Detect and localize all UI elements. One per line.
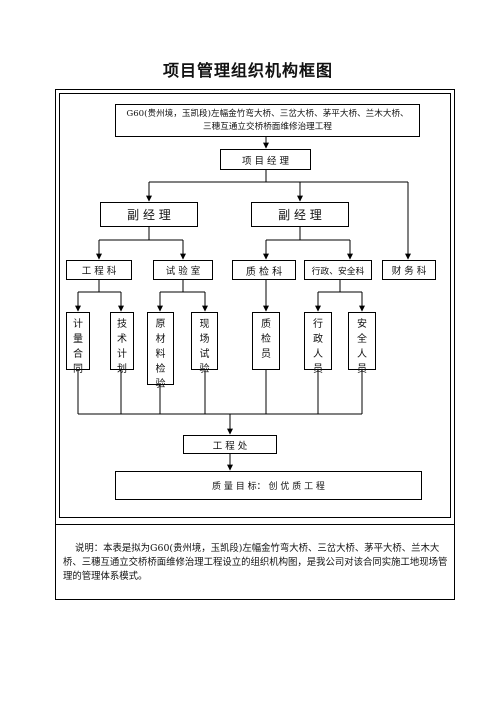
safety-staff-char: 人 [357,349,367,360]
contract-char: 量 [73,334,83,345]
finance-dept-box: 财 务 科 [382,260,436,280]
engineering-office-box: 工 程 处 [183,435,277,454]
safety-staff-box: 安 全 人 员 [348,312,376,375]
materials-char: 料 [155,349,166,360]
contract-char: 同 [73,364,83,375]
chart-frame [59,93,451,518]
materials-char: 验 [155,379,166,390]
admin-staff-char: 员 [313,364,323,375]
engineering-dept-box: 工 程 科 [66,260,132,280]
inspector-char: 质 [261,319,271,330]
admin-staff-char: 行 [313,319,323,330]
project-manager-box: 项 目 经 理 [220,149,311,170]
field-test-char: 试 [199,349,210,360]
materials-char: 检 [155,364,166,375]
technical-plan-box: 技 术 计 划 [110,312,134,375]
note-divider [56,524,454,525]
admin-staff-char: 人 [313,349,323,360]
safety-staff-char: 安 [357,319,367,330]
materials-test-box: 原 材 料 检 验 [147,312,174,390]
field-test-char: 现 [199,319,210,330]
project-line-1: G60(贵州境，玉凯段)左幅金竹弯大桥、三岔大桥、茅平大桥、兰木大桥、 [126,108,409,119]
page-title: 项目管理组织机构框图 [162,61,333,80]
safety-staff-char: 全 [357,334,367,345]
technical-char: 划 [117,364,127,375]
technical-char: 技 [117,319,127,330]
technical-char: 术 [117,334,127,345]
note-text: 说明：本表是拟为G60(贵州境，玉凯段)左幅金竹弯大桥、三岔大桥、茅平大桥、兰木… [63,543,448,582]
inspector-char: 员 [261,349,271,360]
field-test-char: 验 [199,364,210,375]
deputy-manager-right-box: 副 经 理 [251,202,349,227]
field-test-char: 场 [199,334,210,345]
admin-staff-char: 政 [313,334,323,345]
safety-staff-char: 员 [357,364,367,375]
lab-box: 试 验 室 [153,260,213,280]
outer-frame [55,89,455,600]
contract-char: 合 [73,349,83,360]
quality-goal-box: 质 量 目 标： 创 优 质 工 程 [115,471,422,500]
contract-char: 计 [73,319,83,330]
quality-dept-box: 质 检 科 [232,260,296,280]
deputy-manager-left-box: 副 经 理 [100,202,198,227]
technical-char: 计 [117,349,127,360]
project-box: G60(贵州境，玉凯段)左幅金竹弯大桥、三岔大桥、茅平大桥、兰木大桥、 三穗互通… [115,104,420,137]
admin-safety-dept-box: 行政、安全科 [304,260,372,280]
field-test-box: 现 场 试 验 [191,312,218,375]
contract-box: 计 量 合 同 [66,312,90,375]
admin-staff-box: 行 政 人 员 [304,312,332,375]
project-line-2: 三穗互通立交桥桥面维修治理工程 [203,121,332,132]
materials-char: 原 [155,319,166,330]
inspector-box: 质 检 员 [252,312,280,370]
materials-char: 材 [155,334,166,345]
inspector-char: 检 [261,334,271,345]
